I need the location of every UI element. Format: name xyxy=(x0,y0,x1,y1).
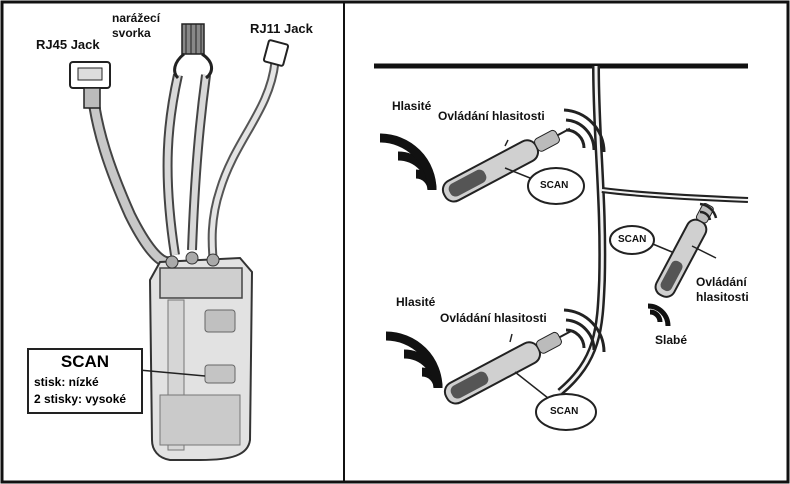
label-rj45: RJ45 Jack xyxy=(36,37,100,52)
scan-bubble-right xyxy=(609,225,655,255)
label-quiet: Slabé xyxy=(655,333,688,347)
scan-bubble-top xyxy=(527,167,585,205)
scan-callout-high: 2 stisky: vysoké xyxy=(34,392,127,406)
scan-callout-title: SCAN xyxy=(60,352,110,371)
tester-device xyxy=(69,23,290,461)
label-loud-top: Hlasité xyxy=(392,99,432,113)
label-scan-right: SCAN xyxy=(618,234,647,245)
probe-bottom xyxy=(443,329,573,405)
quiet-wave-icon xyxy=(647,303,671,327)
label-clip-line1: narážecí xyxy=(112,11,161,25)
loud-wave-icon-bottom xyxy=(385,331,443,389)
probe-top xyxy=(441,127,571,203)
label-volume-bottom: Ovládání hlasitosti xyxy=(440,311,547,325)
label-volume-right-line1: Ovládání xyxy=(696,275,747,289)
small-wave-icon-right xyxy=(699,202,718,221)
small-wave-icon-bottom xyxy=(563,308,606,353)
label-volume-top: Ovládání hlasitosti xyxy=(438,109,545,123)
scan-callout-low: stisk: nízké xyxy=(34,375,99,389)
label-rj11: RJ11 Jack xyxy=(250,21,313,36)
small-wave-icon-top xyxy=(563,108,606,153)
label-scan-bottom: SCAN xyxy=(550,406,579,417)
scan-bubble-bottom xyxy=(535,393,597,431)
label-scan-top: SCAN xyxy=(540,180,569,191)
label-clip-line2: svorka xyxy=(112,26,151,40)
cable-run xyxy=(374,63,749,396)
scan-callout: SCAN stisk: nízké 2 stisky: vysoké xyxy=(27,348,143,414)
label-volume-right-line2: hlasitosti xyxy=(696,290,749,304)
loud-wave-icon-top xyxy=(379,133,437,191)
label-loud-bottom: Hlasité xyxy=(396,295,436,309)
